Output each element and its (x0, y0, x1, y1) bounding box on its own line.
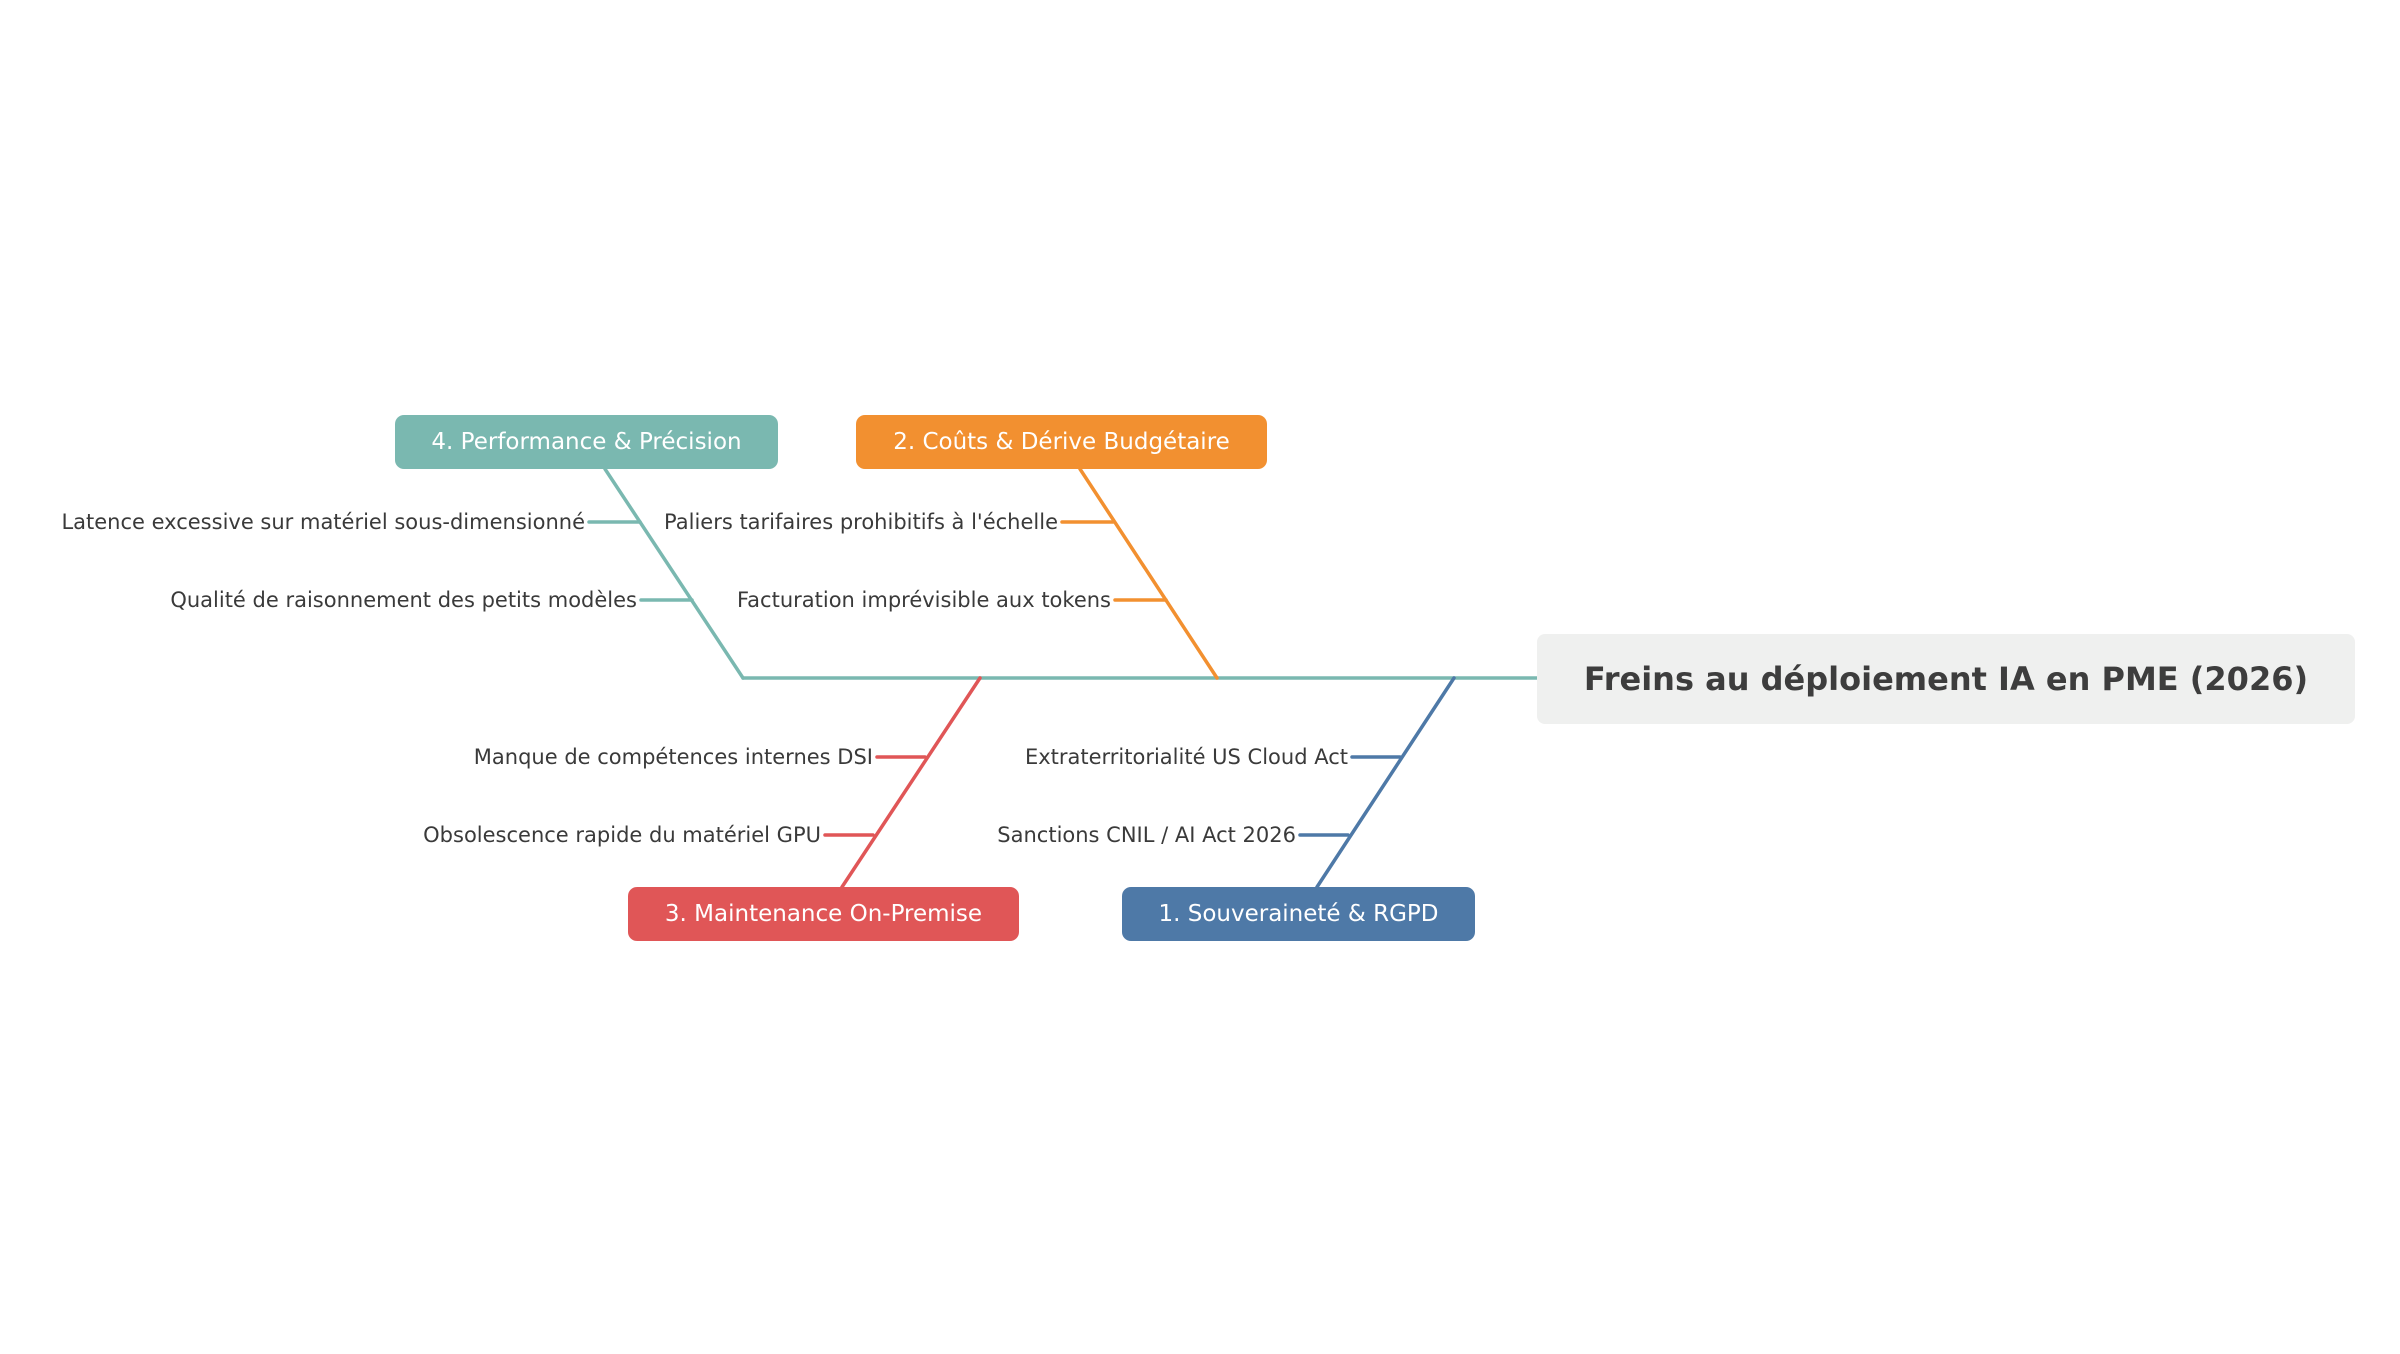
effect-box: Freins au déploiement IA en PME (2026) (1537, 634, 2355, 724)
bone-couts (1078, 467, 1219, 680)
category-maintenance-label: 3. Maintenance On-Premise (664, 901, 983, 927)
bone-maintenance (840, 676, 982, 889)
cause-performance-2: Qualité de raisonnement des petits modèl… (170, 588, 637, 612)
bone-souverainete (1315, 676, 1456, 889)
cause-souverainete-2: Sanctions CNIL / AI Act 2026 (997, 823, 1296, 847)
category-performance: 4. Performance & Précision (395, 415, 778, 469)
category-maintenance: 3. Maintenance On-Premise (628, 887, 1019, 941)
category-souverainete-label: 1. Souveraineté & RGPD (1158, 901, 1439, 927)
effect-label: Freins au déploiement IA en PME (2026) (1583, 660, 2309, 698)
cause-performance-1: Latence excessive sur matériel sous-dime… (61, 510, 585, 534)
category-performance-label: 4. Performance & Précision (431, 429, 742, 455)
category-couts: 2. Coûts & Dérive Budgétaire (856, 415, 1267, 469)
cause-couts-2: Facturation imprévisible aux tokens (737, 588, 1111, 612)
cause-couts-1: Paliers tarifaires prohibitifs à l'échel… (664, 510, 1058, 534)
category-couts-label: 2. Coûts & Dérive Budgétaire (893, 429, 1230, 455)
bone-performance (603, 467, 745, 680)
cause-souverainete-1: Extraterritorialité US Cloud Act (1024, 745, 1348, 769)
cause-maintenance-1: Manque de compétences internes DSI (473, 745, 873, 769)
category-souverainete: 1. Souveraineté & RGPD (1122, 887, 1475, 941)
cause-maintenance-2: Obsolescence rapide du matériel GPU (423, 823, 821, 847)
